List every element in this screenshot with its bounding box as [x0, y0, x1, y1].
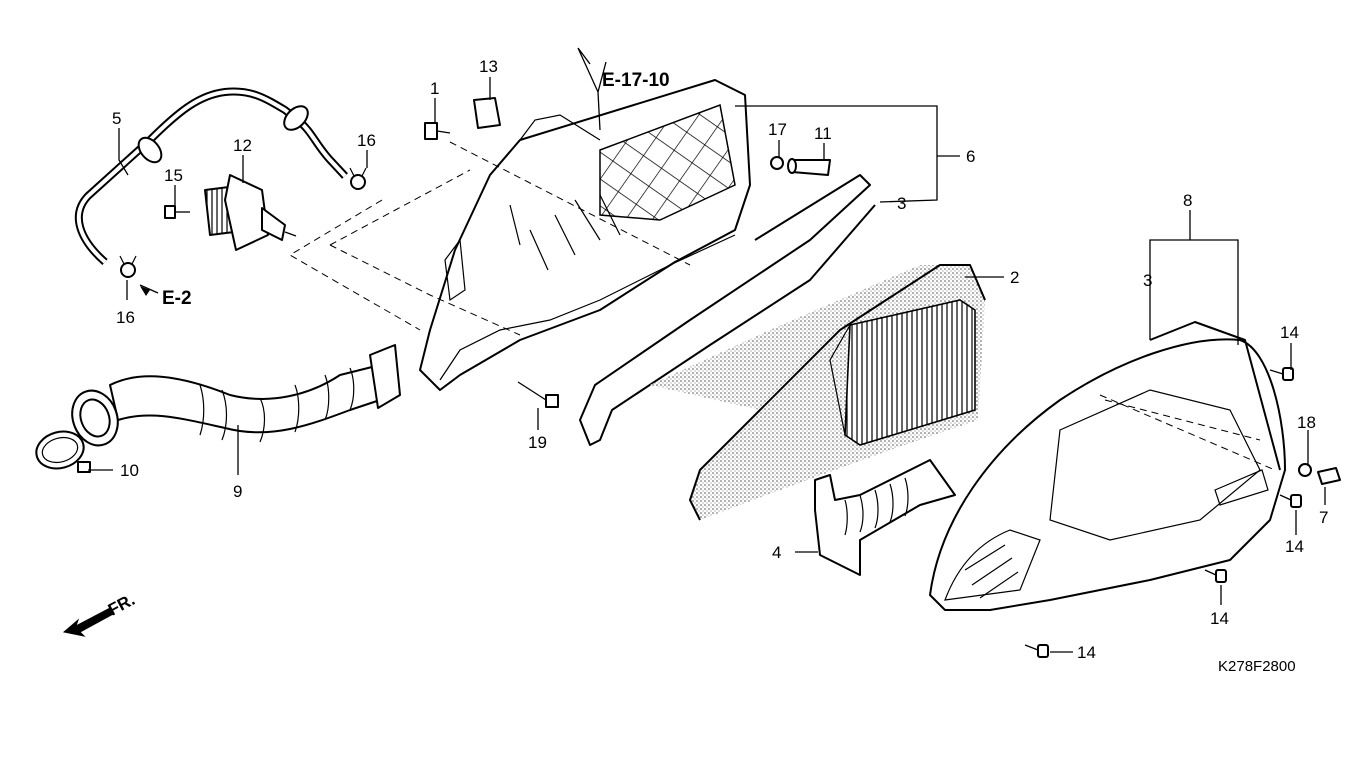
bolt-19: [517, 381, 559, 408]
air-cleaner-element: [650, 264, 986, 521]
clamp-17: [770, 156, 784, 170]
callout-12: 12: [233, 136, 252, 155]
callout-3-case: 3: [897, 194, 906, 213]
assembly-lines: [289, 141, 1276, 471]
screw-14-top: [1269, 367, 1294, 381]
ref-e-2-arrow: [140, 286, 150, 296]
air-cleaner-cover: [929, 321, 1286, 611]
inlet-duct: [814, 459, 956, 576]
callout-1: 1: [430, 79, 439, 98]
valve-assembly: [204, 174, 297, 251]
hose-clip-upper: [349, 167, 367, 190]
callout-7: 7: [1319, 508, 1328, 527]
front-direction-arrow: FR.: [62, 590, 138, 637]
screw-14-right: [1279, 494, 1302, 508]
callout-14-top: 14: [1280, 323, 1299, 342]
air-duct: [71, 344, 401, 447]
leader-lines: [88, 47, 1326, 653]
callout-9: 9: [233, 482, 242, 501]
drain-plug-11: [787, 158, 831, 176]
callout-6: 6: [966, 147, 975, 166]
callout-4: 4: [772, 543, 781, 562]
callout-16-lower: 16: [116, 308, 135, 327]
clamp-18: [1298, 463, 1312, 477]
clip-13: [473, 97, 501, 129]
callout-14-bottom: 14: [1077, 643, 1096, 662]
callout-17: 17: [768, 120, 787, 139]
screw-14-mid: [1204, 569, 1227, 583]
diagram-code: K278F2800: [1218, 658, 1296, 675]
callout-8: 8: [1183, 191, 1192, 210]
callout-14-mid: 14: [1210, 609, 1229, 628]
callout-14-right: 14: [1285, 537, 1304, 556]
air-cleaner-case: [419, 79, 751, 391]
ref-e-2: E-2: [162, 288, 192, 309]
callout-16-upper: 16: [357, 131, 376, 150]
screw-15: [164, 205, 190, 219]
duct-band: [35, 430, 91, 473]
hose-clip-lower: [119, 255, 137, 278]
callout-3-cover: 3: [1143, 271, 1152, 290]
callout-10: 10: [120, 461, 139, 480]
callout-13: 13: [479, 57, 498, 76]
ref-e-17-10: E-17-10: [602, 70, 670, 91]
bolt-1: [424, 122, 451, 140]
callout-15: 15: [164, 166, 183, 185]
breather-hose: [75, 87, 348, 266]
callout-11: 11: [814, 124, 832, 143]
callout-18: 18: [1297, 413, 1316, 432]
drain-tube-7: [1317, 467, 1341, 485]
callout-5: 5: [112, 109, 121, 128]
callout-19: 19: [528, 433, 547, 452]
seal-gasket-case: [579, 174, 876, 446]
callout-2: 2: [1010, 268, 1019, 287]
callout-labels: 5 12 15 16 16 1 13 17 11 6 3 2 8 3 14 18…: [112, 57, 1328, 662]
screw-14-bottom: [1024, 644, 1049, 658]
